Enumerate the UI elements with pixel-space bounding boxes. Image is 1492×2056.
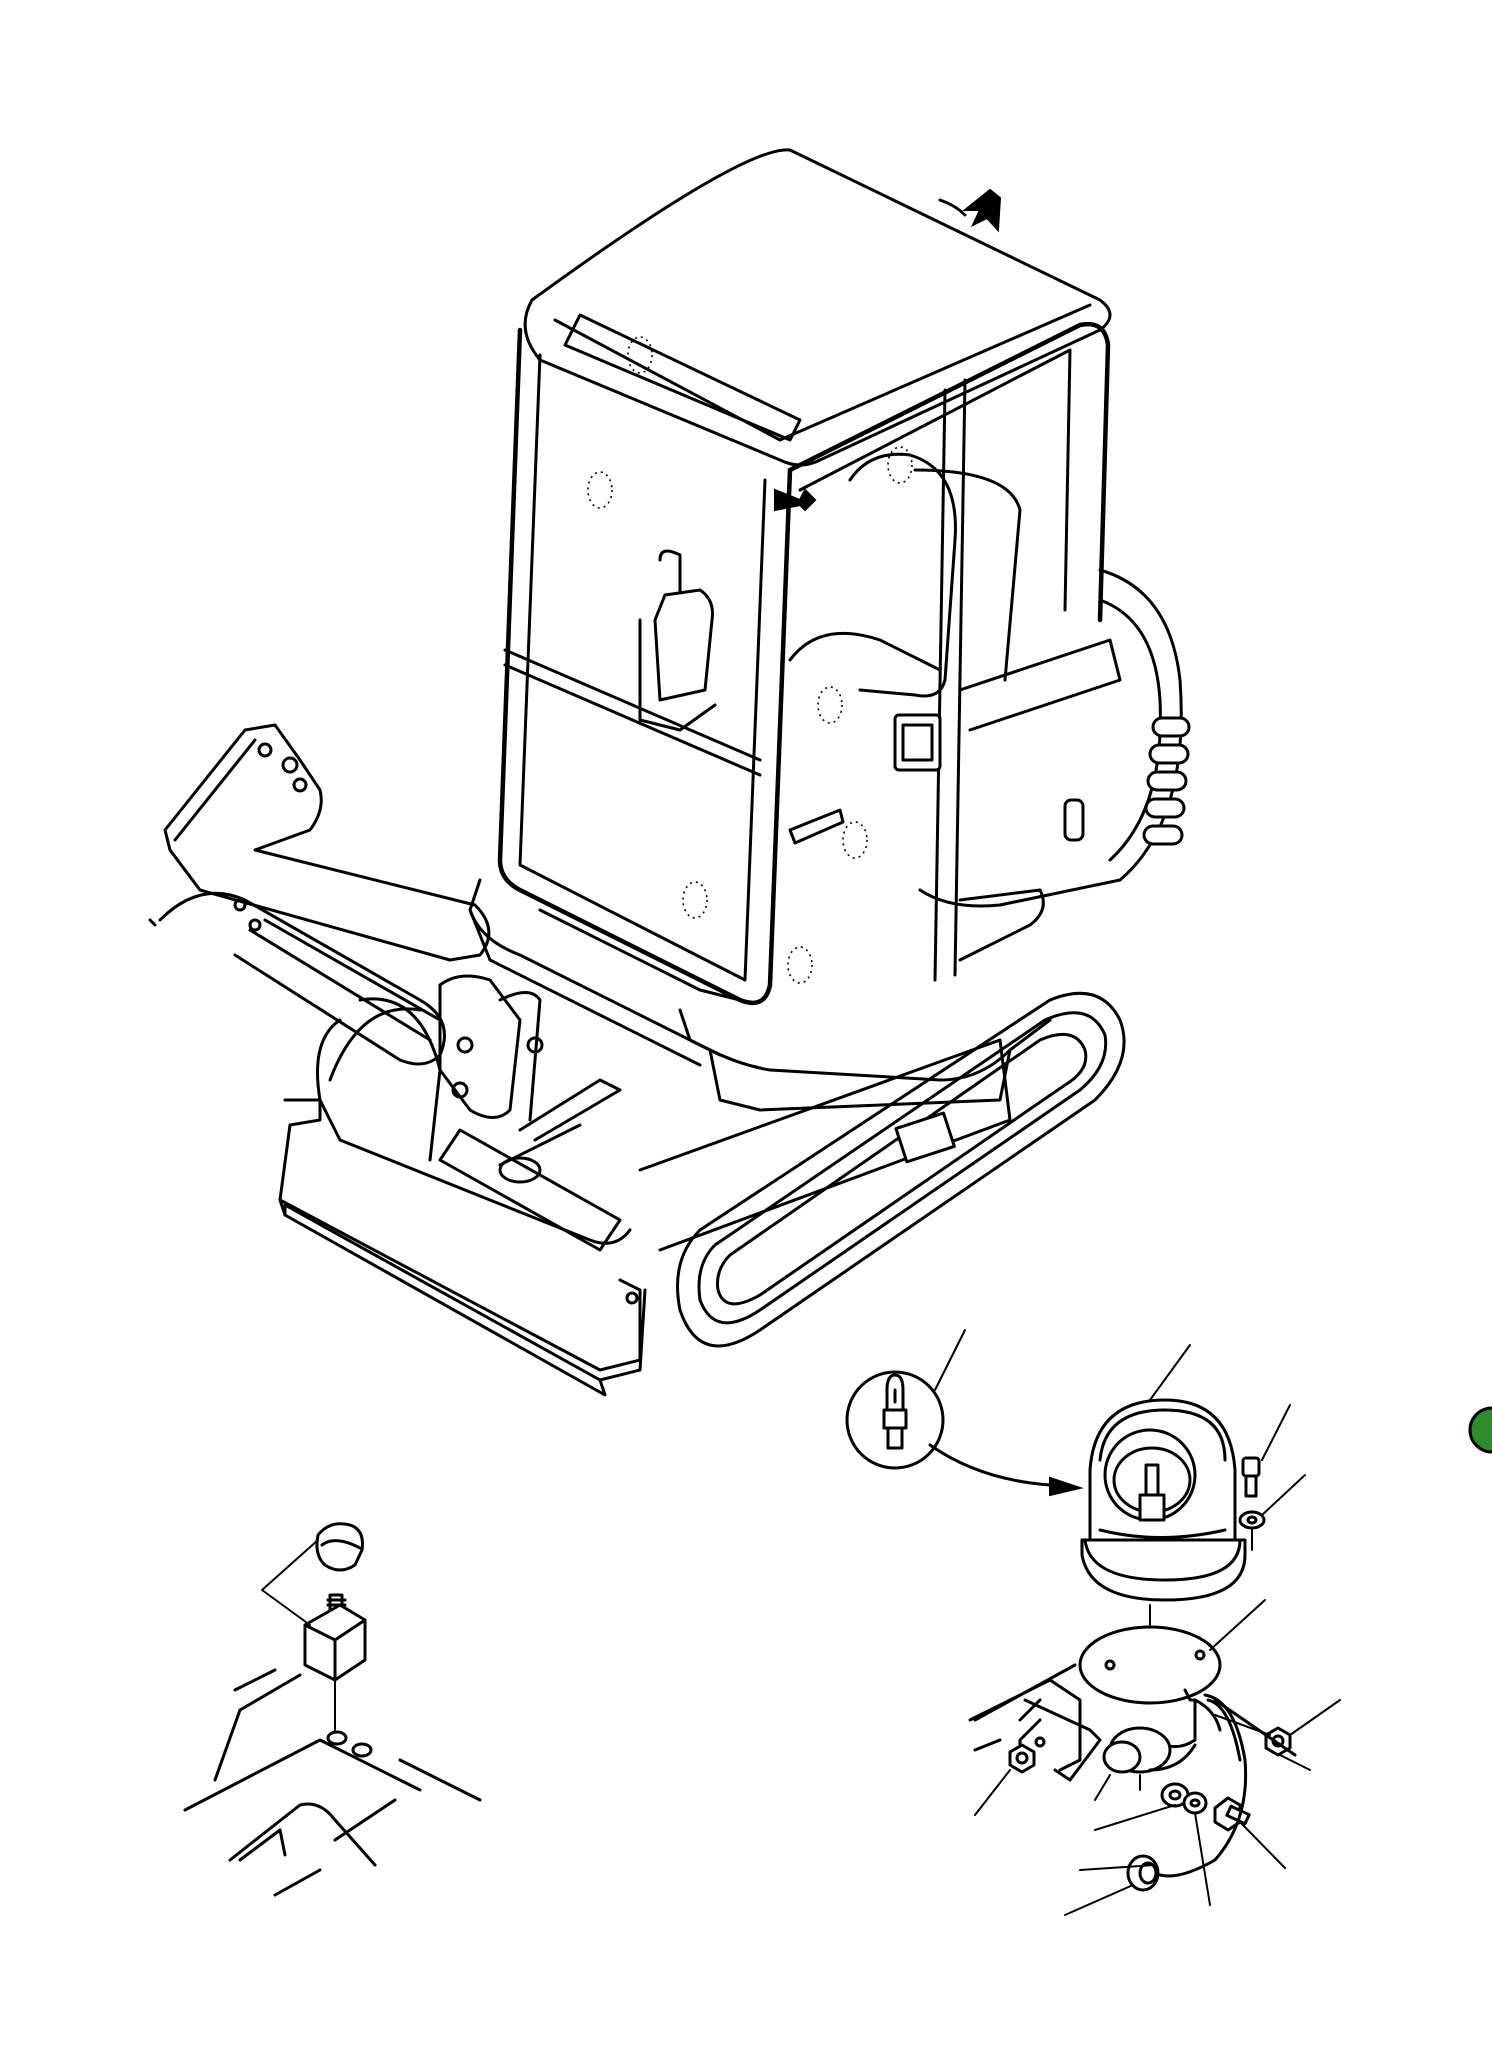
beacon-screw: [1238, 1404, 1306, 1551]
location-arrows: [774, 188, 1002, 512]
switch-knob: [261, 1522, 364, 1591]
switch-panel: [183, 1668, 482, 1897]
excavator: [148, 148, 1191, 1397]
cab-roof: [523, 148, 1112, 467]
switch-body: [261, 1589, 367, 1682]
grommet: [1064, 1854, 1160, 1916]
arrow-roof: [962, 188, 1002, 233]
joystick-console: [638, 549, 717, 732]
green-marker-dot: [1468, 1406, 1492, 1454]
upper-structure: [468, 878, 1052, 1112]
undercarriage: [316, 991, 1126, 1348]
beacon-dome: [1080, 1344, 1247, 1602]
beacon-cable: [1158, 1693, 1248, 1878]
mounting-surface: [973, 1663, 1297, 1757]
dozer-blade: [278, 1098, 647, 1397]
hood-vents: [1142, 716, 1191, 846]
beacon-motor: [1094, 1688, 1222, 1801]
bolt-assembly: [1094, 1782, 1286, 1906]
nut-left: [974, 1743, 1036, 1816]
cab-side: [787, 321, 1111, 982]
operator-seat: [788, 452, 1022, 698]
boom-arm: [148, 723, 544, 1122]
engine-hood: [918, 568, 1191, 962]
page-marker: [1468, 1406, 1492, 1454]
cab-front-frame: [497, 327, 813, 1006]
switch-detail: [183, 1522, 482, 1897]
beacon-detail: [845, 1329, 1341, 1916]
bulb-inset: [845, 1329, 1084, 1497]
arrow-cab-post: [774, 488, 817, 512]
beacon-base-plate: [1078, 1599, 1266, 1705]
